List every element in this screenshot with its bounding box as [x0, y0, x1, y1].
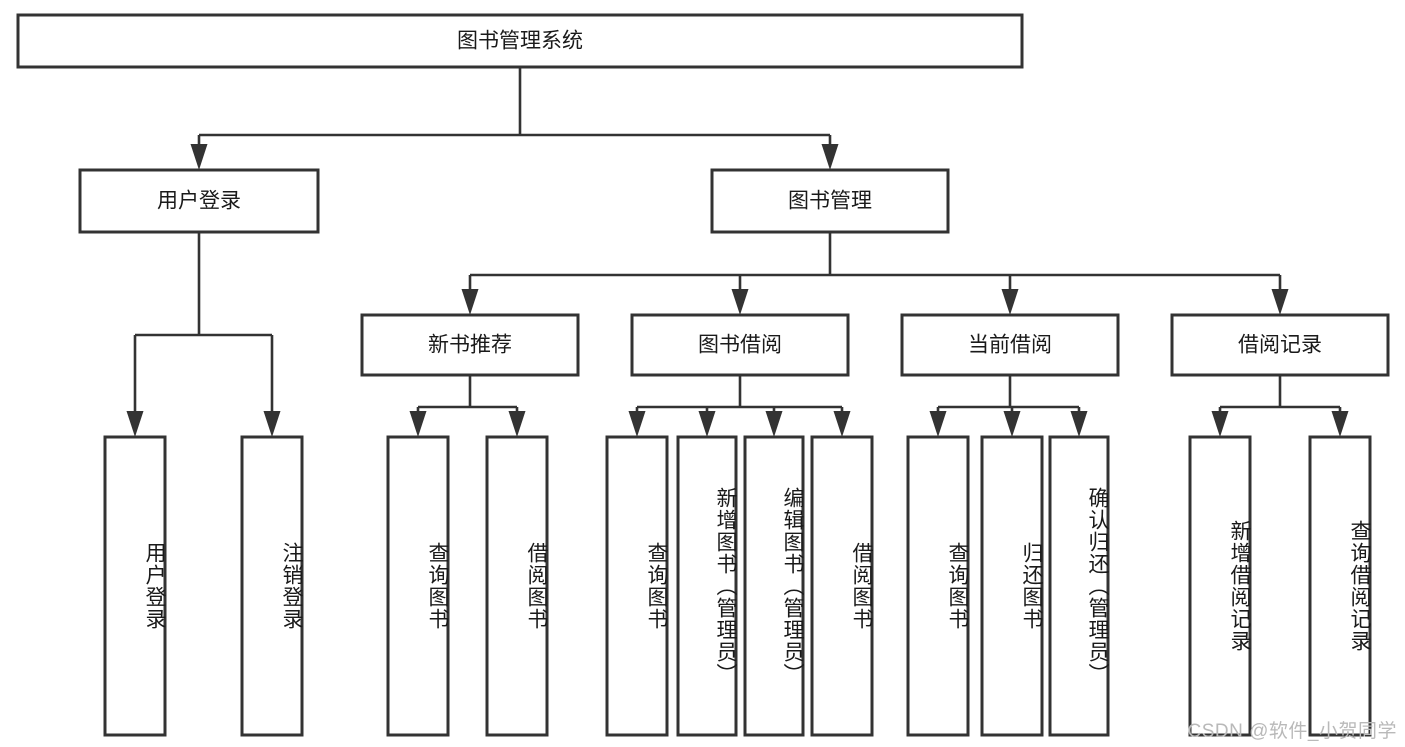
connectors-layer — [126, 67, 1349, 437]
level3-node-label-0: 新书推荐 — [428, 334, 512, 357]
leaf-node-box-8[interactable] — [906, 435, 970, 737]
leaf-node-box-1[interactable] — [240, 435, 304, 737]
level2-node-label-0: 用户登录 — [157, 190, 241, 213]
arrow-head — [1331, 411, 1349, 437]
root-node-label: 图书管理系统 — [457, 30, 583, 53]
arrow-head — [833, 411, 851, 437]
arrow-head — [821, 144, 839, 170]
level3-node-label-3: 借阅记录 — [1238, 334, 1322, 357]
leaf-node-box-2[interactable] — [386, 435, 450, 737]
level3-node-label-2: 当前借阅 — [968, 334, 1052, 357]
level3-node-label-1: 图书借阅 — [698, 334, 782, 357]
leaf-node-box-4[interactable] — [605, 435, 669, 737]
arrow-head — [1003, 411, 1021, 437]
arrow-head — [1001, 289, 1019, 315]
leaf-node-box-12[interactable] — [1308, 435, 1372, 737]
arrow-head — [1070, 411, 1088, 437]
leaf-node-box-7[interactable] — [810, 435, 874, 737]
level2-node-box-0[interactable] — [78, 168, 320, 234]
arrow-head — [628, 411, 646, 437]
boxes-layer — [16, 13, 1390, 737]
leaf-node-box-0[interactable] — [103, 435, 167, 737]
leaf-node-box-5[interactable] — [676, 435, 738, 737]
arrow-head — [126, 411, 144, 437]
arrow-head — [698, 411, 716, 437]
leaf-node-box-10[interactable] — [1048, 435, 1110, 737]
leaf-node-box-3[interactable] — [485, 435, 549, 737]
arrow-head — [765, 411, 783, 437]
level3-node-box-2[interactable] — [900, 313, 1120, 377]
arrow-head — [461, 289, 479, 315]
root-node-box[interactable] — [16, 13, 1024, 69]
arrow-head — [508, 411, 526, 437]
arrow-head — [1211, 411, 1229, 437]
level2-node-box-1[interactable] — [710, 168, 950, 234]
leaf-node-box-11[interactable] — [1188, 435, 1252, 737]
level3-node-box-3[interactable] — [1170, 313, 1390, 377]
level3-node-box-0[interactable] — [360, 313, 580, 377]
arrow-head — [929, 411, 947, 437]
leaf-node-box-6[interactable] — [743, 435, 805, 737]
arrow-head — [409, 411, 427, 437]
leaf-node-box-9[interactable] — [980, 435, 1044, 737]
arrow-head — [263, 411, 281, 437]
level2-node-label-1: 图书管理 — [788, 190, 872, 213]
arrow-head — [190, 144, 208, 170]
arrow-head — [1271, 289, 1289, 315]
level3-node-box-1[interactable] — [630, 313, 850, 377]
arrow-head — [731, 289, 749, 315]
